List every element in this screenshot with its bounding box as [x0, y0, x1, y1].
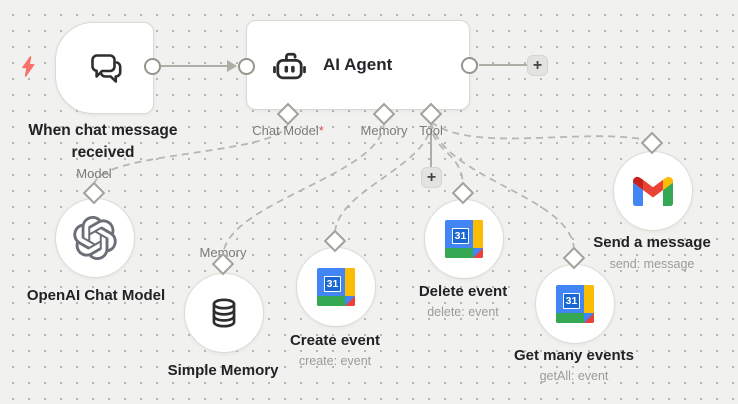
- node-get-many-events[interactable]: 31: [535, 264, 615, 344]
- chat-bubbles-icon: [90, 54, 121, 83]
- node-delete-event[interactable]: 31: [424, 199, 504, 279]
- gmail-icon: [633, 176, 673, 206]
- openai-port-label: Model: [76, 166, 112, 181]
- google-calendar-icon: 31: [317, 268, 355, 306]
- robot-icon: [273, 52, 306, 79]
- agent-port-label-memory: Memory: [361, 123, 408, 138]
- node-openai-chat-model[interactable]: [55, 198, 135, 278]
- connection-memory-to-simplememory[interactable]: [222, 121, 385, 258]
- calendar-red-corner: [345, 296, 355, 306]
- send-message-operation-label: send: message: [609, 257, 695, 271]
- delete-event-node-label: Delete event: [418, 283, 508, 300]
- connection-chatmodel-to-openai[interactable]: [93, 121, 289, 187]
- calendar-day: 31: [452, 228, 469, 244]
- create-event-operation-label: create: event: [298, 354, 372, 368]
- calendar-green-strip: [556, 313, 584, 323]
- node-ai-agent[interactable]: AI Agent: [246, 20, 470, 110]
- trigger-node-label: When chat message received: [28, 122, 178, 162]
- calendar-yellow-strip: [345, 268, 355, 296]
- database-icon: [212, 298, 236, 328]
- agent-input-port[interactable]: [238, 58, 255, 75]
- trigger-bolt-icon: [22, 56, 35, 77]
- add-node-button[interactable]: +: [527, 55, 548, 76]
- calendar-green-strip: [445, 248, 473, 258]
- get-many-events-node-label: Get many events: [513, 347, 635, 364]
- agent-port-label-tool: Tool: [419, 123, 443, 138]
- google-calendar-icon: 31: [445, 220, 483, 258]
- calendar-day: 31: [563, 293, 580, 309]
- connection-tool-to-deleteevent[interactable]: [430, 121, 464, 187]
- connection-tool-to-createevent[interactable]: [334, 121, 432, 235]
- agent-node-title: AI Agent: [323, 55, 393, 74]
- google-calendar-icon: 31: [556, 285, 594, 323]
- connection-tool-to-sendmessage[interactable]: [430, 121, 647, 141]
- calendar-day: 31: [324, 276, 341, 292]
- port-label-text: Chat Model: [252, 123, 319, 138]
- required-marker: *: [318, 123, 324, 138]
- calendar-yellow-strip: [584, 285, 594, 313]
- node-create-event[interactable]: 31: [296, 247, 376, 327]
- create-event-node-label: Create event: [289, 332, 381, 349]
- calendar-red-corner: [584, 313, 594, 323]
- trigger-output-port[interactable]: [144, 58, 161, 75]
- node-when-chat-message-received[interactable]: [55, 22, 154, 114]
- calendar-yellow-strip: [473, 220, 483, 248]
- simple-memory-port-label: Memory: [200, 245, 247, 260]
- agent-port-label-chat-model: Chat Model*: [252, 123, 324, 138]
- node-send-a-message[interactable]: [613, 151, 693, 231]
- send-message-node-label: Send a message: [593, 234, 711, 251]
- add-tool-button[interactable]: +: [421, 167, 442, 188]
- openai-node-label: OpenAI Chat Model: [26, 287, 166, 304]
- port-label-text: Memory: [360, 123, 408, 138]
- openai-icon: [73, 216, 117, 260]
- agent-output-port[interactable]: [461, 57, 478, 74]
- simple-memory-node-label: Simple Memory: [167, 362, 279, 379]
- get-many-events-operation-label: getAll: event: [539, 369, 609, 383]
- calendar-green-strip: [317, 296, 345, 306]
- port-label-text: Tool: [419, 123, 443, 138]
- calendar-red-corner: [473, 248, 483, 258]
- delete-event-operation-label: delete: event: [427, 305, 499, 319]
- node-simple-memory[interactable]: [184, 273, 264, 353]
- connection-arrowhead: [227, 60, 237, 72]
